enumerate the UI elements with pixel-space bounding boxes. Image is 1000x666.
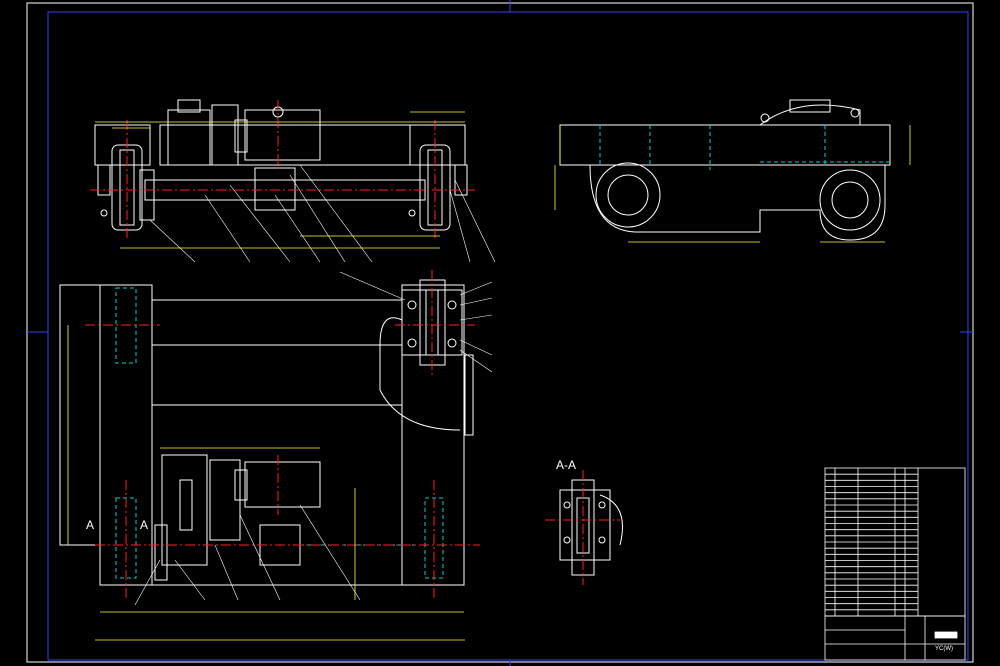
side-view-dimensions bbox=[554, 125, 911, 243]
parts-list bbox=[824, 467, 966, 617]
side-view bbox=[559, 99, 891, 241]
section-aa-centerlines bbox=[545, 470, 620, 585]
section-aa-view bbox=[559, 479, 623, 576]
plan-view bbox=[59, 284, 474, 586]
plan-view-dimensions bbox=[67, 325, 465, 641]
view-mark-right: A bbox=[140, 518, 149, 532]
sheet-border bbox=[26, 0, 974, 666]
front-view-leaders bbox=[149, 164, 496, 263]
section-aa-label: A-A bbox=[556, 458, 577, 472]
plan-view-leaders bbox=[134, 504, 361, 606]
wheel-detail-centerlines bbox=[395, 270, 475, 375]
plan-view-hidden bbox=[115, 287, 444, 579]
title-block bbox=[824, 615, 966, 661]
view-mark-left: A bbox=[86, 518, 95, 532]
front-view-dimensions bbox=[95, 111, 465, 249]
plan-view-centerlines bbox=[85, 324, 480, 600]
title-block-code: YC(W) bbox=[935, 646, 953, 652]
wheel-detail-leaders bbox=[339, 271, 493, 373]
front-view-centerlines bbox=[90, 100, 475, 240]
side-view-hidden bbox=[599, 125, 890, 170]
front-view bbox=[94, 99, 468, 231]
